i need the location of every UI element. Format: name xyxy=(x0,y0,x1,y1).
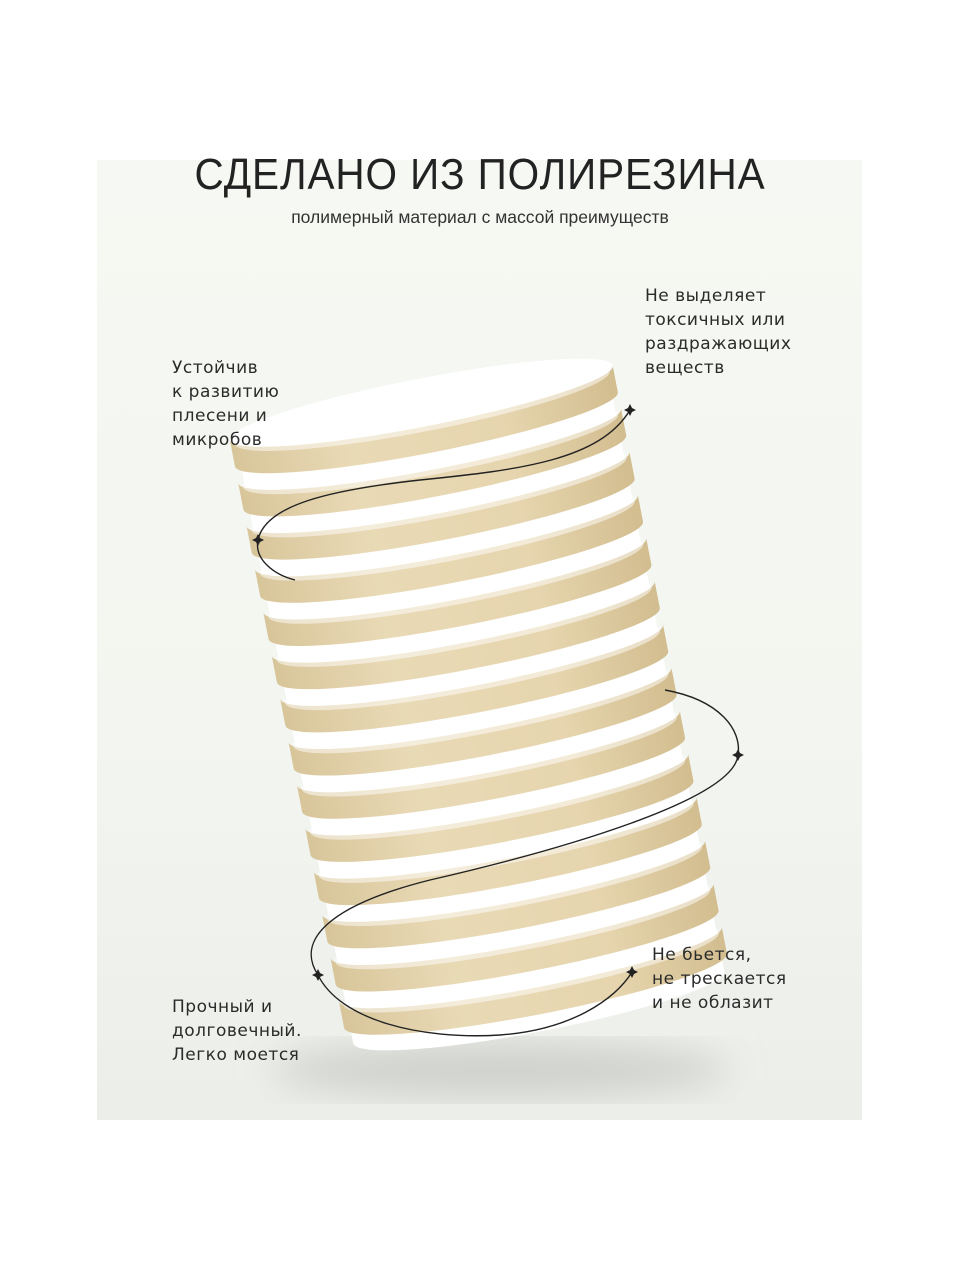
star-icon xyxy=(732,749,744,761)
feature-line: Устойчив xyxy=(172,358,259,378)
feature-line: к развитию xyxy=(172,382,280,402)
connector-curve xyxy=(256,409,631,581)
star-icon xyxy=(312,969,324,981)
page-title: СДЕЛАНО ИЗ ПОЛИРЕЗИНА xyxy=(194,150,766,199)
feature-line: Не бьется, xyxy=(652,945,752,965)
feature-unbreakable: Не бьется, не трескается и не облазит xyxy=(652,943,787,1015)
connector-curve xyxy=(429,689,740,881)
page-subtitle: полимерный материал с массой преимуществ xyxy=(291,207,669,227)
star-icon xyxy=(626,966,638,978)
feature-mold-resistant: Устойчив к развитию плесени и микробов xyxy=(172,356,279,452)
feature-line: веществ xyxy=(645,358,725,378)
feature-line: долговечный. xyxy=(172,1021,302,1041)
feature-line: раздражающих xyxy=(645,334,792,354)
feature-line: Не выделяет xyxy=(645,286,767,306)
feature-line: микробов xyxy=(172,430,263,450)
feature-line: токсичных или xyxy=(645,310,786,330)
shadow xyxy=(270,1042,730,1098)
feature-line: Легко моется xyxy=(172,1045,300,1065)
feature-line: плесени и xyxy=(172,406,268,426)
star-icon xyxy=(252,534,264,546)
feature-line: Прочный и xyxy=(172,997,273,1017)
star-icon xyxy=(624,404,636,416)
feature-line: не трескается xyxy=(652,969,787,989)
feature-durable: Прочный и долговечный. Легко моется xyxy=(172,995,302,1067)
cylinder-top xyxy=(229,358,613,447)
feature-line: и не облазит xyxy=(652,993,774,1013)
feature-non-toxic: Не выделяет токсичных или раздражающих в… xyxy=(645,284,791,380)
connector-curve xyxy=(310,879,633,1037)
